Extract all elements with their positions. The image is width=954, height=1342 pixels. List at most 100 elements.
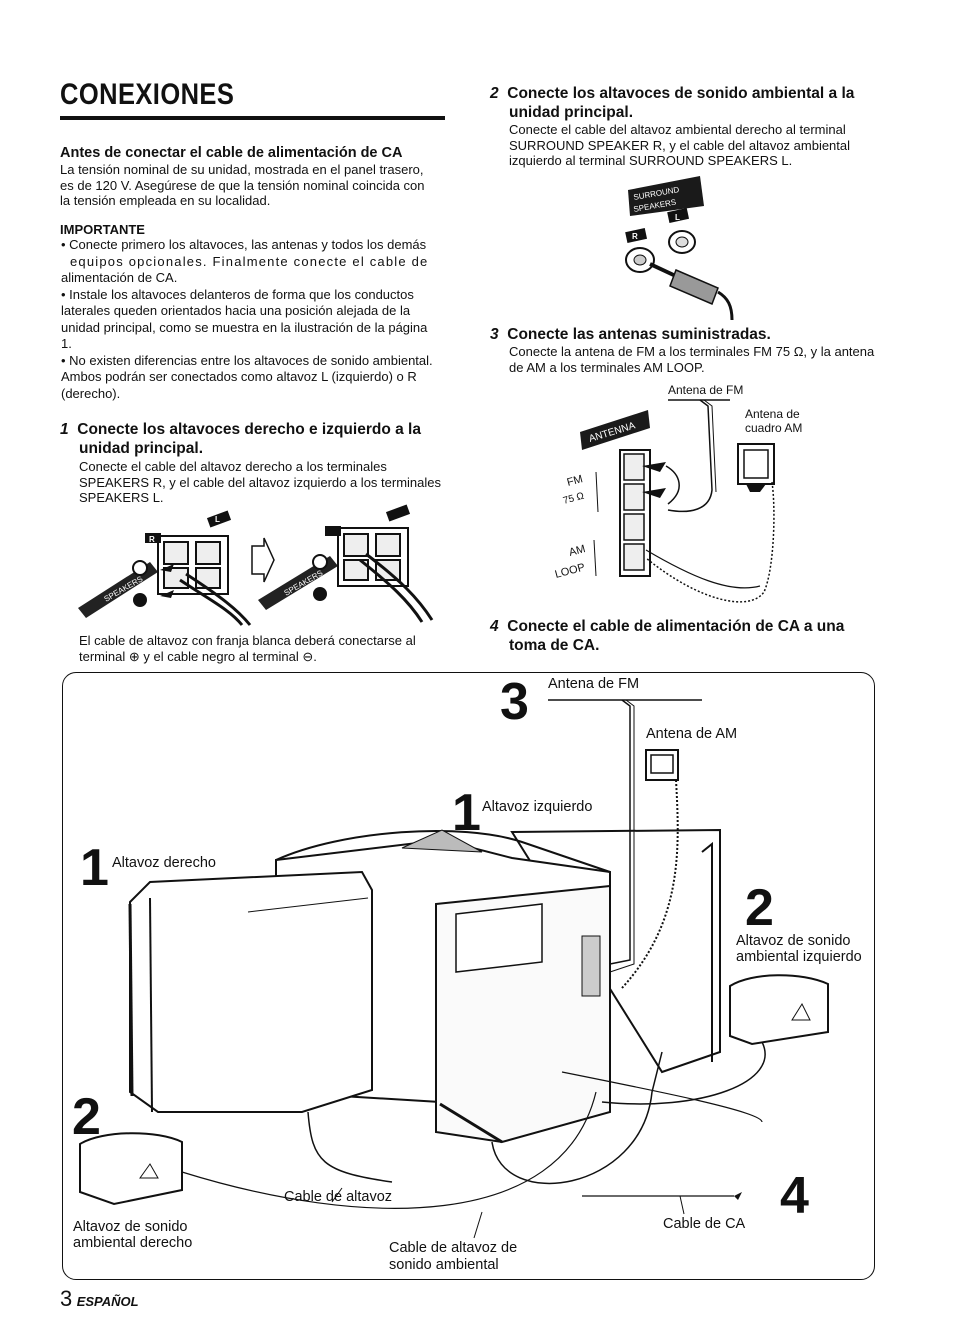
- text-line: alimentación de CA.: [61, 270, 178, 285]
- fig3-ohm-label: 75 Ω: [562, 491, 586, 507]
- diagram-fm-antenna-label: Antena de FM: [548, 676, 640, 692]
- system-illustration: [79, 699, 829, 1239]
- text-line: • No existen diferencias entre los altav…: [61, 352, 433, 368]
- list-item: • Instale los altavoces delanteros de fo…: [60, 287, 450, 353]
- connection-diagram-frame: [62, 672, 875, 1280]
- right-speaker-illustration: [128, 870, 373, 1113]
- text-line: Cable de altavoz de: [389, 1240, 518, 1256]
- text-line: la tensión empleada en su localidad.: [60, 193, 271, 208]
- terminal-panel-right: SPEAKERS: [258, 504, 434, 623]
- before-body: La tensión nominal de su unidad, mostrad…: [60, 162, 450, 209]
- text-line: es de 120 V. Asegúrese de que la tensión…: [60, 177, 425, 193]
- am-loop-antenna-icon: [645, 443, 775, 603]
- list-item: • Conecte primero los altavoces, las ant…: [60, 237, 450, 287]
- fig2-r-label: R: [632, 232, 638, 241]
- diagram-step4-number: 4: [780, 1167, 809, 1225]
- step4-title-line: toma de CA.: [509, 637, 600, 654]
- diagram-left-speaker-label: Altavoz izquierdo: [482, 799, 593, 815]
- fig3-am-antenna-label-2: cuadro AM: [745, 421, 802, 435]
- terminal-panel-left: SPEAKERS R L: [78, 510, 252, 626]
- important-list: • Conecte primero los altavoces, las ant…: [60, 237, 450, 402]
- step3-body: Conecte la antena de FM a los terminales…: [509, 344, 899, 375]
- fig1-l-label: L: [215, 515, 220, 524]
- page-footer: 3 ESPAÑOL: [60, 1286, 139, 1312]
- surround-speaker-right-illustration: [79, 1132, 183, 1206]
- text-line: SURROUND SPEAKER R, y el cable del altav…: [509, 137, 851, 153]
- text-line: ambiental izquierdo: [736, 949, 862, 965]
- terminal-block: [619, 449, 651, 577]
- rca-plug-icon: [649, 262, 734, 320]
- rca-jack-icon: [625, 230, 696, 273]
- before-heading: Antes de conectar el cable de alimentaci…: [60, 145, 403, 161]
- text-line: Conecte el cable del altavoz ambiental d…: [509, 122, 846, 137]
- step3-number: 3: [490, 326, 499, 343]
- antenna-terminal-figure: Antena de FM Antena de cuadro AM ANTENNA…: [554, 383, 802, 603]
- diagram-speaker-cable-label: Cable de altavoz: [284, 1189, 393, 1205]
- diagram-surround-right-label: Altavoz de sonido ambiental derecho: [73, 1219, 192, 1251]
- step2-heading: 2 Conecte los altavoces de sonido ambien…: [490, 84, 880, 122]
- step1-note: El cable de altavoz con franja blanca de…: [79, 633, 449, 664]
- text-line: equipos opcionales. Finalmente conecte e…: [70, 253, 429, 269]
- important-heading: IMPORTANTE: [60, 222, 145, 237]
- step4-title-line: Conecte el cable de alimentación de CA a…: [507, 618, 845, 635]
- text-line: laterales queden orientados hacia una po…: [61, 303, 411, 318]
- text-line: SPEAKERS L.: [79, 490, 164, 505]
- diagram-step1-left-number: 1: [452, 784, 481, 842]
- fig2-l-label: L: [675, 213, 680, 222]
- text-line: unidad principal, como se muestra en la …: [61, 319, 428, 335]
- text-line: de AM a los terminales AM LOOP.: [509, 359, 705, 375]
- fig1-r-label: R: [149, 535, 155, 544]
- step2-number: 2: [490, 85, 499, 102]
- step1-title-line: unidad principal.: [79, 440, 204, 457]
- title-rule: [60, 116, 445, 120]
- fig3-loop-label: LOOP: [554, 561, 587, 581]
- list-item: • No existen diferencias entre los altav…: [60, 353, 450, 403]
- am-antenna-illustration: [621, 749, 679, 989]
- diagram-step3-number: 3: [500, 673, 529, 731]
- surround-terminal-figure: SURROUND SPEAKERS R L: [625, 176, 734, 320]
- text-line: Altavoz de sonido: [73, 1219, 188, 1235]
- diagram-am-antenna-label: Antena de AM: [646, 726, 738, 742]
- diagram-surround-left-label: Altavoz de sonido ambiental izquierdo: [736, 933, 862, 965]
- step3-heading: 3 Conecte las antenas suministradas.: [490, 325, 880, 344]
- text-line: terminal ⊕ y el cable negro al terminal …: [79, 648, 317, 664]
- step4-heading: 4 Conecte el cable de alimentación de CA…: [490, 617, 880, 655]
- step2-title-line: unidad principal.: [509, 104, 634, 121]
- diagram-step2-left-number: 2: [72, 1088, 101, 1146]
- page-number: 3: [60, 1286, 73, 1311]
- step2-body: Conecte el cable del altavoz ambiental d…: [509, 122, 879, 169]
- surround-speaker-left-illustration: [729, 974, 829, 1046]
- diagram-right-speaker-label: Altavoz derecho: [112, 855, 216, 871]
- text-line: 1.: [61, 336, 72, 351]
- diagram-ac-cable-label: Cable de CA: [663, 1216, 746, 1232]
- text-line: Ambos podrán ser conectados como altavoz…: [61, 369, 417, 384]
- diagram-step1-right-number: 1: [80, 839, 109, 897]
- text-line: Conecte la antena de FM a los terminales…: [509, 344, 875, 359]
- step2-title-line: Conecte los altavoces de sonido ambienta…: [507, 85, 855, 102]
- text-line: • Conecte primero los altavoces, las ant…: [61, 237, 427, 252]
- step3-title: Conecte las antenas suministradas.: [507, 326, 771, 343]
- step1-body: Conecte el cable del altavoz derecho a l…: [79, 459, 449, 506]
- text-line: El cable de altavoz con franja blanca de…: [79, 633, 416, 648]
- speaker-terminal-figure: SPEAKERS R L SPEAKERS: [78, 504, 434, 626]
- diagram-surround-cable-label: Cable de altavoz de sonido ambiental: [389, 1240, 517, 1274]
- text-line: ambiental derecho: [73, 1235, 193, 1251]
- text-line: • Instale los altavoces delanteros de fo…: [61, 286, 414, 302]
- step1-number: 1: [60, 421, 69, 438]
- text-line: (derecho).: [61, 385, 121, 401]
- diagram-step2-right-number: 2: [745, 879, 774, 937]
- text-line: Altavoz de sonido: [736, 933, 851, 949]
- text-line: SPEAKERS R, y el cable del altavoz izqui…: [79, 474, 442, 490]
- step1-title-line: Conecte los altavoces derecho e izquierd…: [77, 421, 421, 438]
- page-language: ESPAÑOL: [76, 1294, 139, 1309]
- text-line: sonido ambiental: [389, 1257, 499, 1273]
- fig3-am-label: AM: [568, 543, 587, 559]
- fig3-fm-label: FM: [566, 473, 584, 489]
- text-line: La tensión nominal de su unidad, mostrad…: [60, 162, 424, 177]
- text-line: izquierdo al terminal SURROUND SPEAKERS …: [509, 153, 793, 168]
- fig3-fm-antenna-label: Antena de FM: [668, 383, 743, 397]
- fig3-am-antenna-label-1: Antena de: [745, 407, 800, 421]
- step1-heading: 1 Conecte los altavoces derecho e izquie…: [60, 420, 450, 458]
- step4-number: 4: [490, 618, 499, 635]
- arrow-icon: [251, 537, 275, 583]
